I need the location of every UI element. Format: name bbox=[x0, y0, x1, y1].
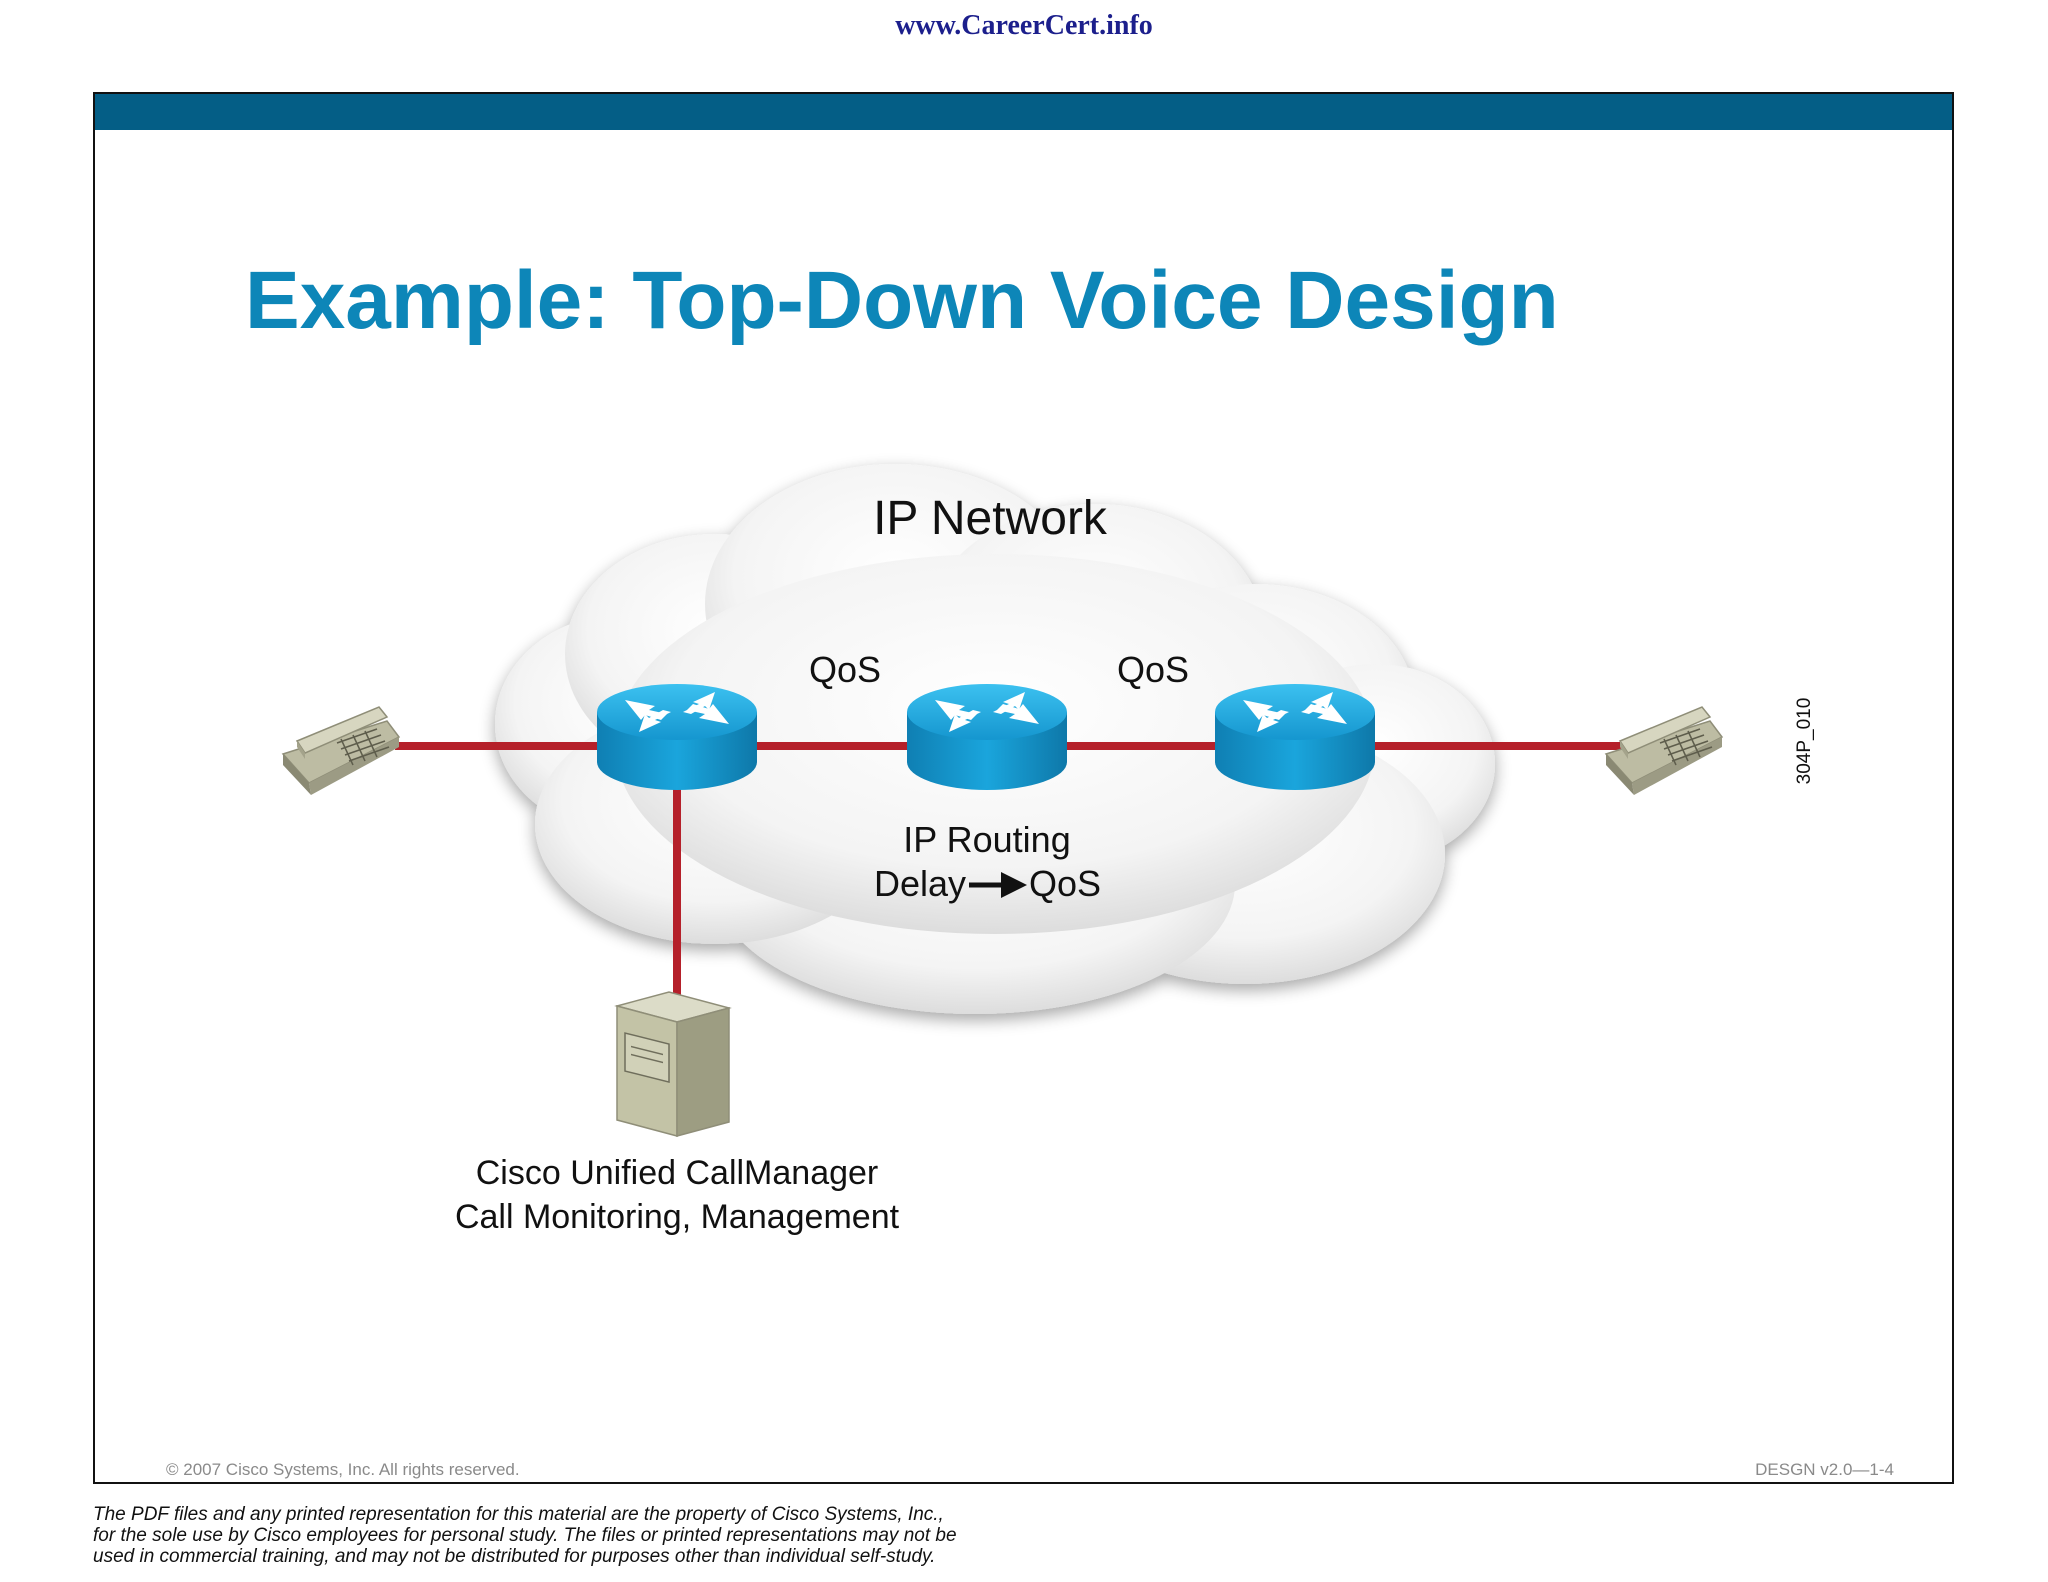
figure-id-label: 304P_010 bbox=[1794, 698, 1815, 785]
router-right-icon bbox=[1215, 684, 1375, 790]
router-left-icon bbox=[597, 684, 757, 790]
qos-label-right: QoS bbox=[1117, 649, 1189, 690]
disclaimer: The PDF files and any printed representa… bbox=[93, 1504, 1193, 1567]
delay-label: Delay bbox=[874, 863, 966, 904]
site-url-header[interactable]: www.CareerCert.info bbox=[895, 10, 1153, 41]
slide-title: Example: Top-Down Voice Design bbox=[245, 255, 1559, 346]
server-label-line1: Cisco Unified CallManager bbox=[476, 1154, 879, 1192]
server-label-line2: Call Monitoring, Management bbox=[455, 1198, 900, 1236]
slide-code: DESGN v2.0—1-4 bbox=[1755, 1460, 1894, 1479]
callmanager-server-icon bbox=[614, 991, 732, 1137]
slide: Example: Top-Down Voice Design bbox=[93, 92, 1954, 1484]
router-center-icon bbox=[907, 684, 1067, 790]
slide-top-bar bbox=[95, 94, 1952, 130]
qos-label-left: QoS bbox=[809, 649, 881, 690]
ip-network-cloud bbox=[495, 464, 1495, 1014]
copyright-text: © 2007 Cisco Systems, Inc. All rights re… bbox=[166, 1460, 520, 1479]
phone-left-icon bbox=[281, 706, 401, 795]
disclaimer-line-1: The PDF files and any printed representa… bbox=[93, 1504, 944, 1525]
phone-right-icon bbox=[1604, 706, 1724, 795]
routing-label: IP Routing bbox=[903, 819, 1070, 860]
delay-qos-label: QoS bbox=[1029, 863, 1101, 904]
cloud-label: IP Network bbox=[873, 492, 1108, 545]
disclaimer-line-3: used in commercial training, and may not… bbox=[93, 1546, 936, 1567]
disclaimer-line-2: for the sole use by Cisco employees for … bbox=[93, 1525, 957, 1546]
arrow-icon bbox=[969, 872, 1027, 898]
network-diagram: IP Network QoS QoS IP Routing Delay QoS … bbox=[281, 464, 1815, 1236]
